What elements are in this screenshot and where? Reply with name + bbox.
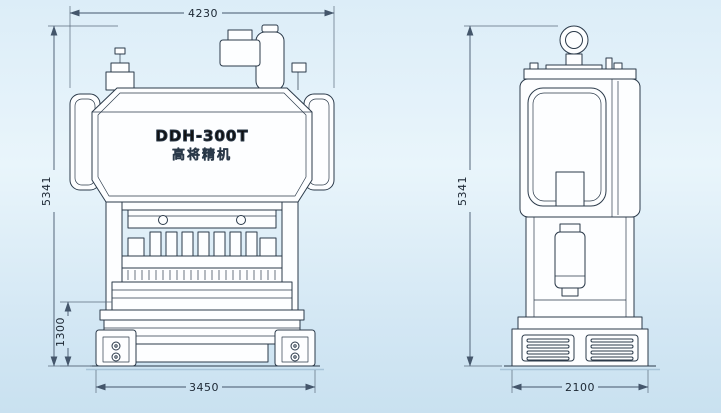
dim-label-side-height: 5341 [456,176,469,206]
limit-switch [291,62,307,73]
die-finger [229,231,242,257]
bolster [121,255,283,269]
control-box [105,71,135,91]
base-plate [99,309,305,321]
guide-block-right [259,237,277,257]
top-bolt-left [529,62,539,70]
side-base [500,316,660,371]
dimension-side-height: 5341 [456,25,558,367]
dimension-top-width: 4230 [69,6,335,88]
dim-label-base-width: 3450 [189,381,219,394]
dimension-base-height: 1300 [54,301,112,367]
t-slot-comb [127,270,276,280]
die-finger [245,231,258,257]
dimension-side-base-width: 2100 [511,370,649,394]
side-view-drawing [500,25,660,371]
die-finger [213,231,226,257]
side-bracket [605,57,613,70]
machine-model-label: DDH-300T [155,127,248,145]
slide [127,209,277,229]
die-finger [149,231,162,257]
base-body [103,319,301,345]
dim-label-front-height: 5341 [40,176,53,206]
knockout-left [158,215,168,225]
motor-body [219,39,261,67]
front-die-area [105,201,299,311]
base-skirt [135,343,269,363]
top-bolt-right [613,62,623,70]
machine-brand-label: 高将精机 [172,147,232,163]
die-finger [181,231,194,257]
top-rail [545,64,603,70]
cushion-foot [561,287,579,297]
dim-label-side-base-width: 2100 [565,381,595,394]
side-lower-frame [525,216,635,318]
bed [111,281,293,311]
side-top-assembly [523,25,637,80]
t-slot-band [121,267,283,283]
cushion-cap [559,223,581,233]
die-finger [197,231,210,257]
dim-label-top-width: 4230 [188,7,218,20]
front-crown-body: DDH-300T 高将精机 [91,87,313,203]
dimension-base-width: 3450 [95,370,316,394]
control-box-top [110,62,130,73]
die-finger [165,231,178,257]
dim-label-base-height: 1300 [54,317,67,347]
belt-cover-cap [261,24,279,33]
side-base-plate [517,316,643,330]
die-cushion [554,231,586,289]
flywheel [559,25,589,55]
top-plate [105,201,299,211]
dimension-annotations: 4230 5341 1300 3450 [40,6,649,394]
throat-notch [555,171,585,207]
motor-terminal-box [227,29,253,41]
sensor-flag [114,47,126,55]
front-view-drawing: DDH-300T 高将精机 [69,24,335,371]
front-base [86,309,324,371]
side-body [519,78,641,218]
knockout-right [236,215,246,225]
top-mount-plate [523,68,637,80]
front-drive-assembly [105,24,307,91]
guide-block-left [127,237,145,257]
dimension-front-height: 5341 [40,25,118,367]
